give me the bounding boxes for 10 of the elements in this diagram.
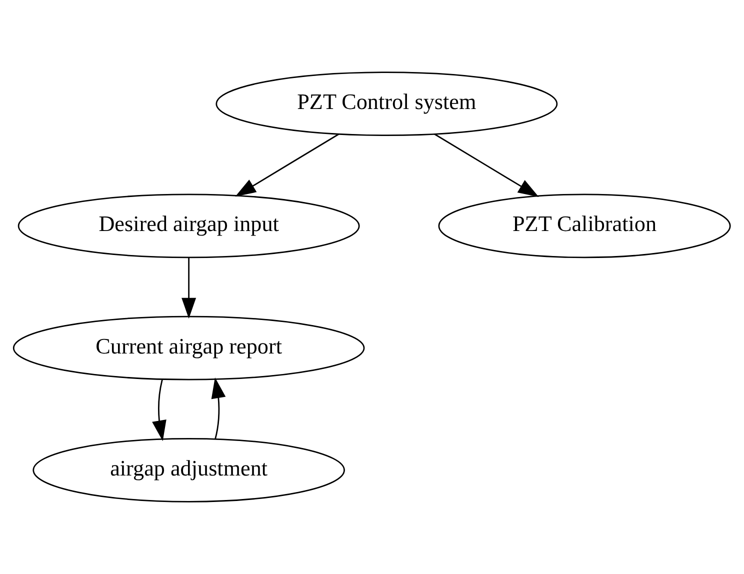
node-ellipse: Desired airgap input — [18, 194, 360, 258]
arrow — [434, 134, 539, 198]
node-ellipse: Current airgap report — [12, 316, 365, 380]
arrow — [235, 134, 340, 197]
node-ellipse: PZT Control system — [216, 72, 558, 136]
arrow — [182, 257, 196, 319]
arrow — [152, 379, 166, 442]
node-ellipse: PZT Calibration — [438, 194, 731, 258]
node-ellipse: airgap adjustment — [32, 438, 345, 502]
arrow — [211, 377, 226, 440]
